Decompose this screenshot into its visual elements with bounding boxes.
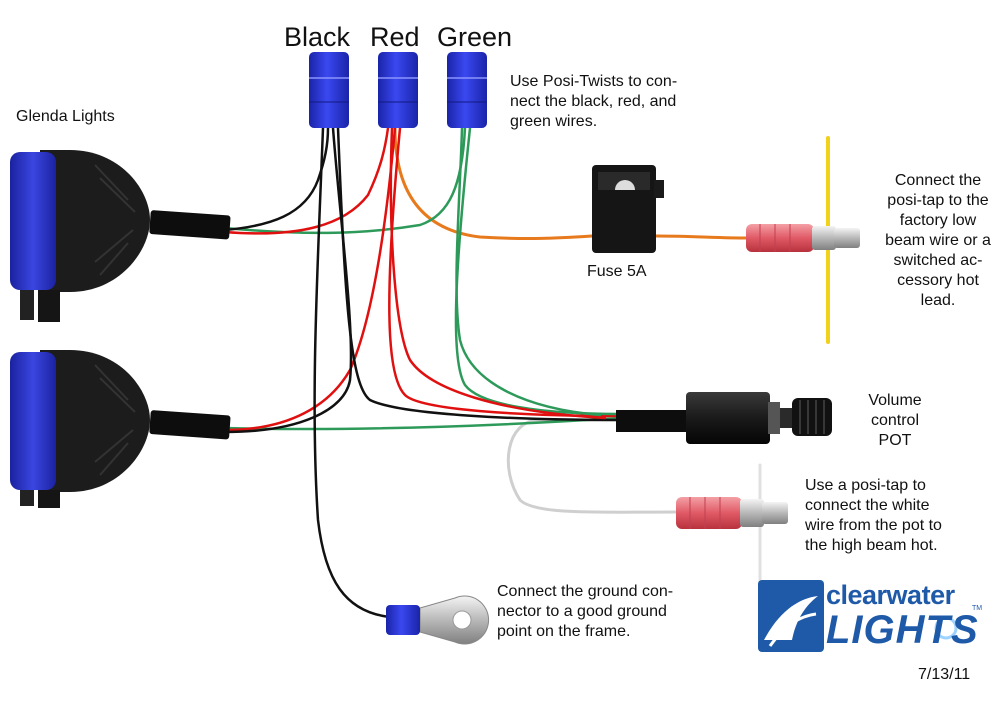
ground-ring-terminal	[386, 595, 490, 645]
glenda-lights-label: Glenda Lights	[16, 108, 115, 125]
posi-twist-green	[447, 52, 487, 128]
wires	[223, 126, 830, 619]
lower-light-red-wire	[223, 126, 397, 432]
upper-light-black-wire	[223, 126, 330, 232]
posi-tap-high-beam	[676, 497, 788, 529]
fuse-label: Fuse 5A	[587, 263, 647, 280]
posi-tap-low-beam	[746, 224, 860, 252]
glenda-light-upper	[10, 150, 231, 322]
glenda-light-lower	[10, 350, 231, 508]
logo-trademark: TM	[972, 605, 983, 612]
posi-twists-note: Use Posi-Twists to con- nect the black, …	[510, 73, 678, 130]
upper-light-red-wire	[223, 126, 390, 235]
pot-green-wire	[454, 126, 622, 416]
orange-wire	[393, 126, 594, 241]
posi-tap-low-note: Connect the posi-tap to the factory low …	[885, 172, 991, 309]
pot-red-wire	[388, 126, 622, 418]
posi-tap-high-note: Use a posi-tap to connect the white wire…	[805, 477, 942, 554]
fuse-holder	[592, 165, 664, 253]
white-wire	[506, 418, 680, 514]
date-label: 7/13/11	[918, 666, 971, 683]
volume-control-pot	[616, 392, 832, 444]
lower-light-black-wire	[223, 126, 353, 434]
logo-wordmark-bottom: LIGHTS	[826, 608, 979, 652]
clearwater-lights-logo	[758, 580, 958, 652]
ground-wire	[313, 126, 392, 619]
wire-title-red: Red	[370, 22, 420, 52]
volume-pot-label: Volume control POT	[868, 392, 922, 449]
posi-twist-red	[378, 52, 418, 128]
wire-title-green: Green	[437, 22, 513, 52]
pot-black-wire	[336, 126, 622, 422]
posi-twist-black	[309, 52, 349, 128]
wire-title-black: Black	[284, 22, 351, 52]
logo-wordmark-top: clearwater	[826, 580, 955, 610]
ground-note: Connect the ground con- nector to a good…	[497, 583, 674, 640]
